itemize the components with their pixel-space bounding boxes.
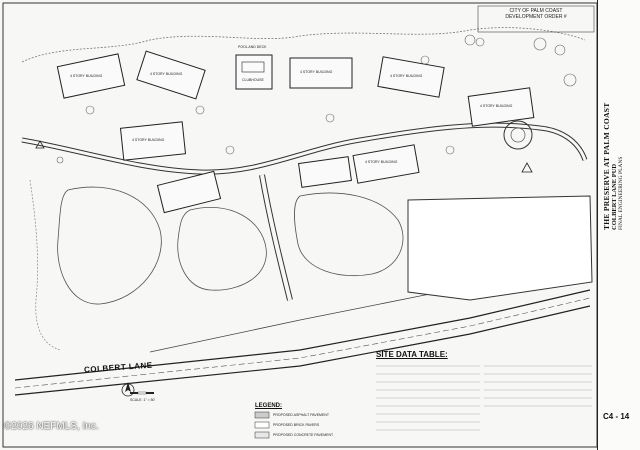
building-4 [289,57,353,89]
building-label-2: 4 STORY BUILDING [150,72,183,76]
legend-title: LEGEND: [255,403,282,409]
title-block: THE PRESERVE AT PALM COAST COLBERT LANE … [597,0,640,450]
building-label-1: 4 STORY BUILDING [70,74,103,78]
building-label-3: 4 STORY BUILDING [132,138,165,142]
building-label-6: 4 STORY BUILDING [480,104,513,108]
legend-item-concrete: PROPOSED CONCRETE PAVEMENT [273,433,334,437]
plan-set-title: FINAL ENGINEERING PLANS [618,156,624,230]
project-title: THE PRESERVE AT PALM COAST [602,102,611,230]
title-block-text: THE PRESERVE AT PALM COAST COLBERT LANE … [602,102,624,230]
building-5 [377,56,445,98]
east-parcel-outline [407,195,593,301]
retention-pond-center [177,206,267,291]
clubhouse-label: CLUBHOUSE [242,78,264,82]
building-9 [156,170,222,214]
retention-pond-south [294,192,404,277]
tree-line-north [21,27,586,63]
legend-item-brick: PROPOSED BRICK PAVERS [273,423,320,427]
site-data-table-lines [376,365,592,431]
stamp-order: DEVELOPMENT ORDER # [505,14,567,20]
colbert-lane-centerline [14,297,591,389]
sheet-number: C4 - 14 [603,412,630,421]
building-7 [352,144,420,184]
graphic-scale-bar [130,391,154,395]
pool-outline [241,61,265,73]
approval-stamp: CITY OF PALM COAST DEVELOPMENT ORDER # [476,8,596,20]
legend-swatch-concrete [254,431,270,439]
approval-stamp-box [477,5,595,33]
pool-label: POOL AND DECK [238,45,267,49]
building-label-5: 4 STORY BUILDING [390,74,423,78]
roundabout-outer [503,120,533,150]
building-3 [119,121,187,161]
warning-symbol-west [35,140,45,149]
project-subtitle: COLBERT LANE PUD [611,163,618,230]
entrance-drive-inner [260,174,292,301]
tree-symbols [56,34,577,164]
roundabout-island [510,127,526,143]
building-2 [136,50,206,100]
main-drive-inner [21,123,587,174]
north-arrow [121,382,135,397]
site-data-table-title: SITE DATA TABLE: [376,350,448,359]
tree-line-west [29,179,61,351]
building-label-7: 4 STORY BUILDING [365,160,398,164]
building-label-4: 4 STORY BUILDING [300,70,333,74]
warning-symbol-east [521,162,533,173]
building-8 [298,156,352,188]
retention-pond-west [57,186,162,305]
legend-swatch-brick [254,421,270,429]
colbert-lane-north-edge [14,289,591,381]
stamp-city: CITY OF PALM COAST [509,8,563,14]
legend-item-asphalt: PROPOSED ASPHALT PAVEMENT [273,413,329,417]
legend-swatch-asphalt [254,411,270,419]
scale-label: SCALE: 1" = 50' [130,398,156,402]
building-6 [467,87,535,127]
building-1 [56,53,126,99]
colbert-lane-south-edge [14,305,591,396]
mls-watermark: ©2026 NEFMLS, Inc. [4,421,99,432]
